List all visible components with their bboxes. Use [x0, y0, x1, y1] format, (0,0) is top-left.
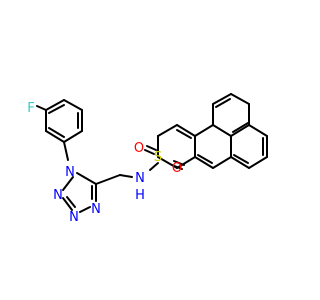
bond-s-double-o	[146, 145, 157, 151]
bond	[63, 130, 83, 143]
atom-label-hydrogen: H	[135, 188, 145, 203]
bond	[45, 99, 65, 111]
bond-n-to-s	[149, 162, 159, 171]
bond	[62, 197, 73, 211]
bond	[176, 156, 196, 169]
bond	[248, 124, 268, 137]
bond	[76, 172, 97, 185]
atom-label-n2: N	[53, 188, 63, 203]
bond	[230, 93, 250, 105]
atom-label-oxygen-2: O	[172, 161, 182, 176]
bond	[45, 130, 65, 143]
atom-label-fluorine: F	[27, 101, 34, 116]
bond	[194, 156, 214, 169]
bond	[212, 93, 232, 105]
bond	[197, 154, 213, 164]
bond-to-fluorine	[36, 105, 47, 111]
bond	[230, 156, 250, 169]
bond	[194, 124, 214, 137]
bond	[63, 99, 83, 111]
atom-label-oxygen-1: O	[134, 141, 144, 156]
atom-label-amide-nitrogen: N	[135, 171, 145, 186]
bond	[212, 124, 232, 137]
bond-s-double-o	[144, 149, 155, 155]
atom-label-n3: N	[69, 210, 79, 225]
tetrazole-ring	[62, 172, 133, 213]
structure-canvas: F N N N N N H S O O	[27, 93, 268, 225]
bond	[232, 122, 249, 133]
atom-label-sulfur: S	[154, 150, 162, 165]
bond	[79, 206, 91, 213]
bond	[215, 98, 231, 108]
bond	[233, 154, 249, 164]
bond	[48, 127, 65, 138]
bond	[157, 124, 178, 137]
bond	[176, 124, 196, 137]
bond	[230, 124, 250, 137]
atom-label-n1: N	[65, 165, 75, 180]
fluorophenyl-ring	[36, 99, 83, 161]
molecule-diagram: F N N N N N H S O O	[27, 93, 268, 225]
bond	[66, 196, 76, 208]
bond	[248, 156, 268, 169]
bond-to-amide-nitrogen	[119, 174, 133, 178]
naphthalene-ring	[157, 93, 268, 169]
bond	[157, 156, 178, 169]
bond	[62, 176, 74, 191]
bond	[176, 129, 192, 139]
bond	[48, 104, 65, 114]
bond-ring-to-tetrazole	[63, 141, 69, 161]
bond-to-methylene	[95, 174, 121, 185]
bond	[212, 156, 232, 169]
atom-label-n4: N	[91, 202, 101, 217]
